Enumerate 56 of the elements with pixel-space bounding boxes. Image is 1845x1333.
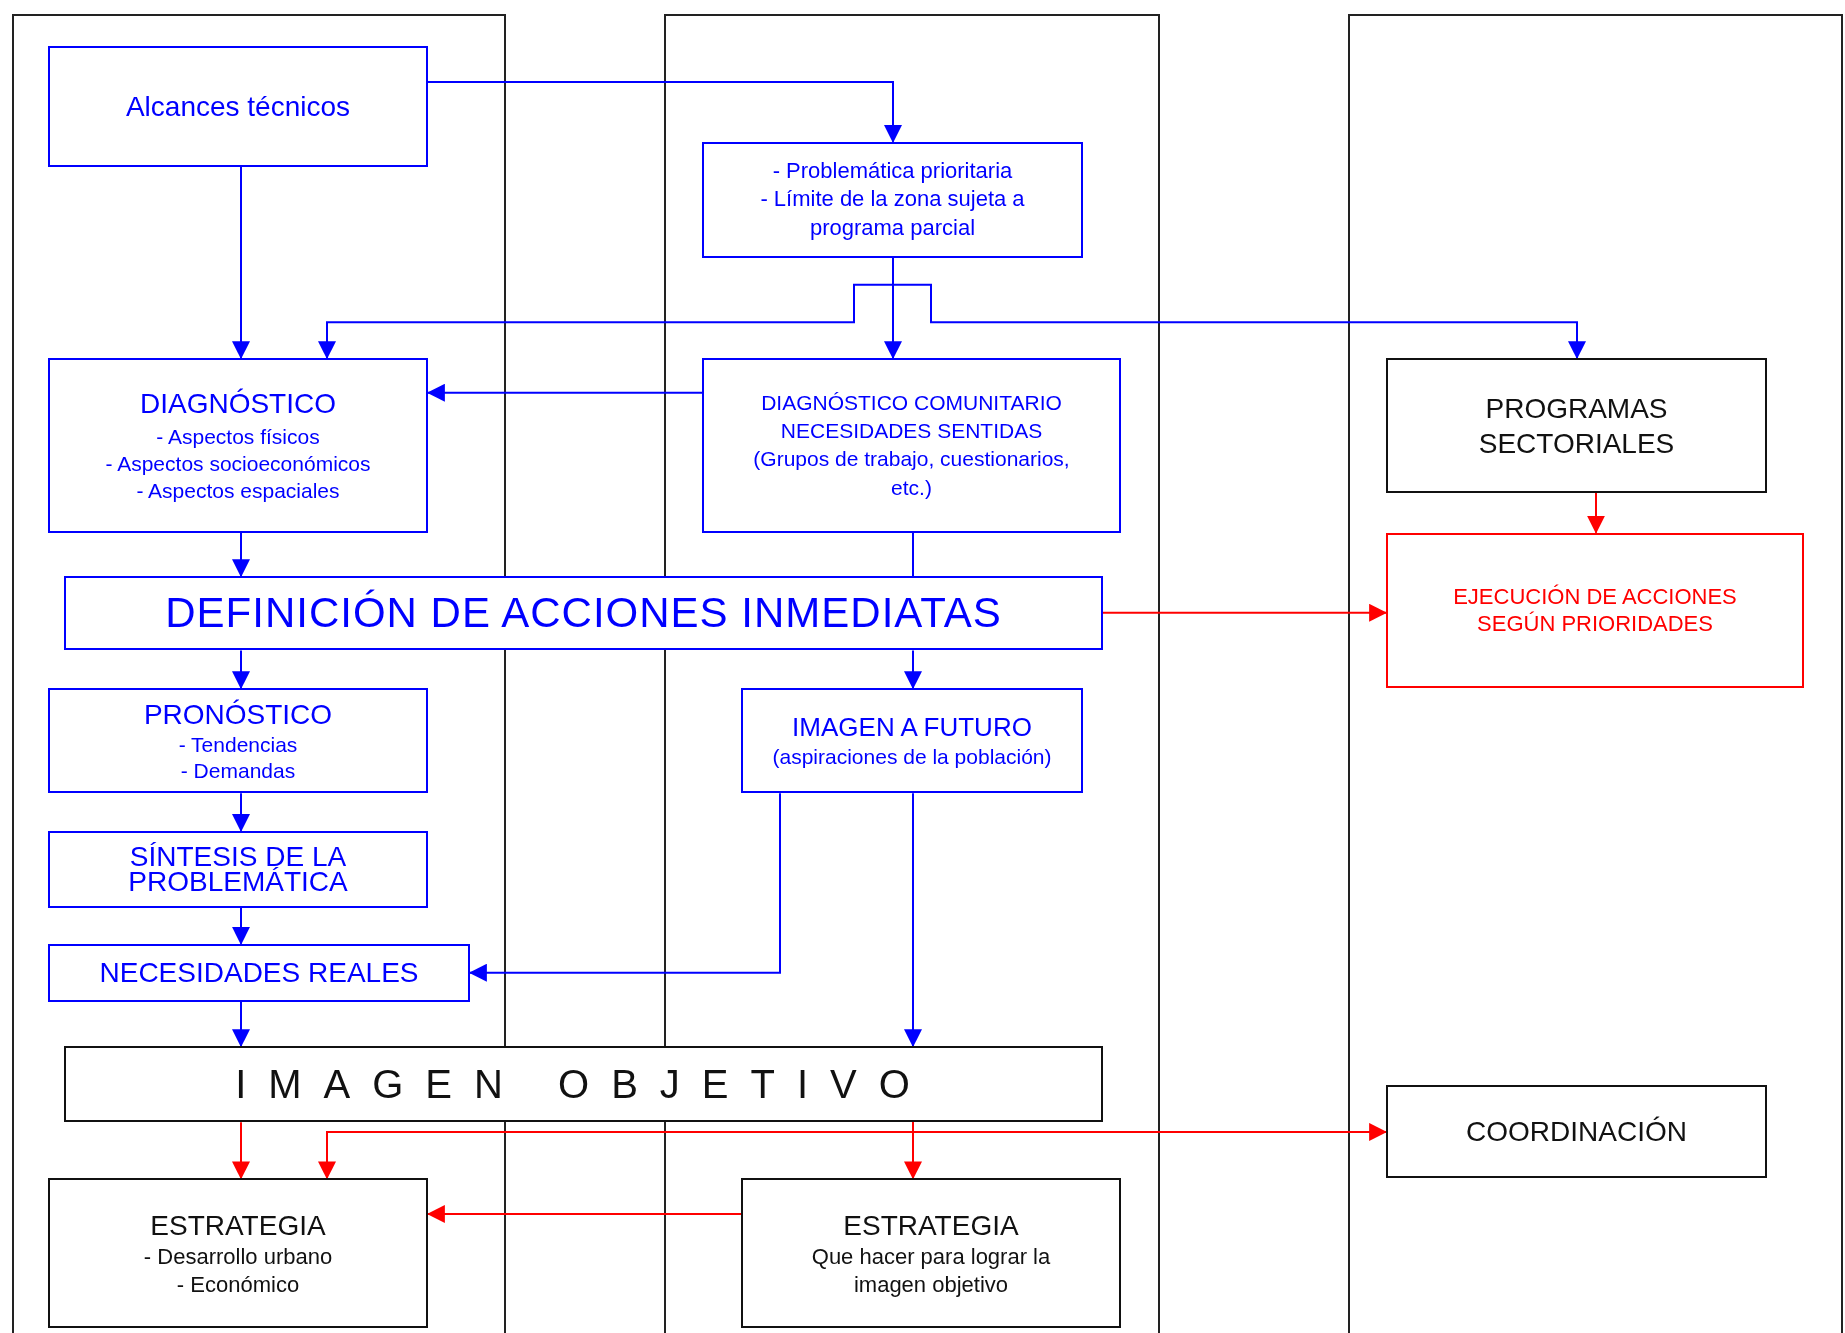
node-label: Alcances técnicos	[125, 90, 351, 125]
node-title: PRONÓSTICO	[143, 697, 333, 732]
process-box	[64, 1046, 1103, 1123]
arrow	[232, 907, 250, 945]
node-label: COORDINACIÓN	[1466, 1114, 1687, 1149]
process-box	[48, 830, 428, 909]
node-text: - Límite de la zona sujeta a programa parcial	[759, 185, 1026, 243]
arrow	[1587, 492, 1605, 534]
node-text: (aspiraciones de la población)	[772, 743, 1052, 770]
node-label: NECESIDADES REALES	[99, 956, 419, 991]
node-text: - Aspectos espaciales	[136, 478, 340, 505]
node-label: PROGRAMAS SECTORIALES	[1477, 391, 1676, 461]
process-box	[1386, 1084, 1767, 1179]
arrow	[1102, 603, 1388, 622]
process-box	[48, 46, 428, 167]
process-box	[702, 358, 1121, 533]
node-title: - Problemática prioritaria	[772, 156, 1013, 185]
arrow	[912, 1121, 1388, 1141]
node-text: - Aspectos físicos	[156, 423, 320, 450]
process-box	[48, 358, 428, 533]
arrow	[232, 1121, 250, 1180]
process-box	[1386, 532, 1804, 689]
arrow	[232, 531, 250, 578]
node-text: (Grupos de trabajo, cuestionarios, etc.)	[752, 446, 1071, 501]
arrow	[232, 649, 250, 690]
arrow	[904, 649, 922, 690]
node-title: ESTRATEGIA	[150, 1209, 326, 1244]
node-title: DIAGNÓSTICO COMUNITARIO	[761, 389, 1062, 416]
node-text: - Económico	[176, 1270, 300, 1299]
process-box	[64, 576, 1103, 651]
node-text: NECESIDADES SENTIDAS	[780, 418, 1043, 444]
node-text: - Demandas	[180, 758, 296, 785]
node-label: SÍNTESIS DE LA PROBLEMÁTICA	[127, 844, 349, 895]
node-text: - Aspectos socioeconómicos	[105, 450, 371, 477]
node-title: ESTRATEGIA	[843, 1209, 1019, 1244]
arrow	[904, 1121, 922, 1180]
process-box	[48, 943, 470, 1002]
arrow	[427, 81, 902, 143]
process-box	[1386, 358, 1767, 494]
process-box	[741, 688, 1083, 794]
arrow	[232, 165, 250, 360]
node-label: DEFINICIÓN DE ACCIONES INMEDIATAS	[165, 588, 1002, 638]
node-label: IMAGEN OBJETIVO	[235, 1061, 932, 1109]
process-box	[702, 141, 1083, 258]
process-box	[741, 1178, 1121, 1328]
arrow	[232, 1000, 250, 1048]
node-text: Que hacer para lograr la imagen objetivo	[810, 1243, 1052, 1299]
node-title: DIAGNÓSTICO	[140, 387, 336, 422]
node-text: - Desarrollo urbano	[143, 1243, 333, 1271]
process-box	[48, 1178, 428, 1328]
process-box	[48, 688, 428, 794]
arrow	[904, 792, 922, 1048]
node-text: - Tendencias	[178, 731, 298, 758]
node-title: IMAGEN A FUTURO	[792, 711, 1032, 744]
node-label: EJECUCIÓN DE ACCIONES SEGÚN PRIORIDADES	[1452, 582, 1738, 638]
arrow	[232, 792, 250, 832]
